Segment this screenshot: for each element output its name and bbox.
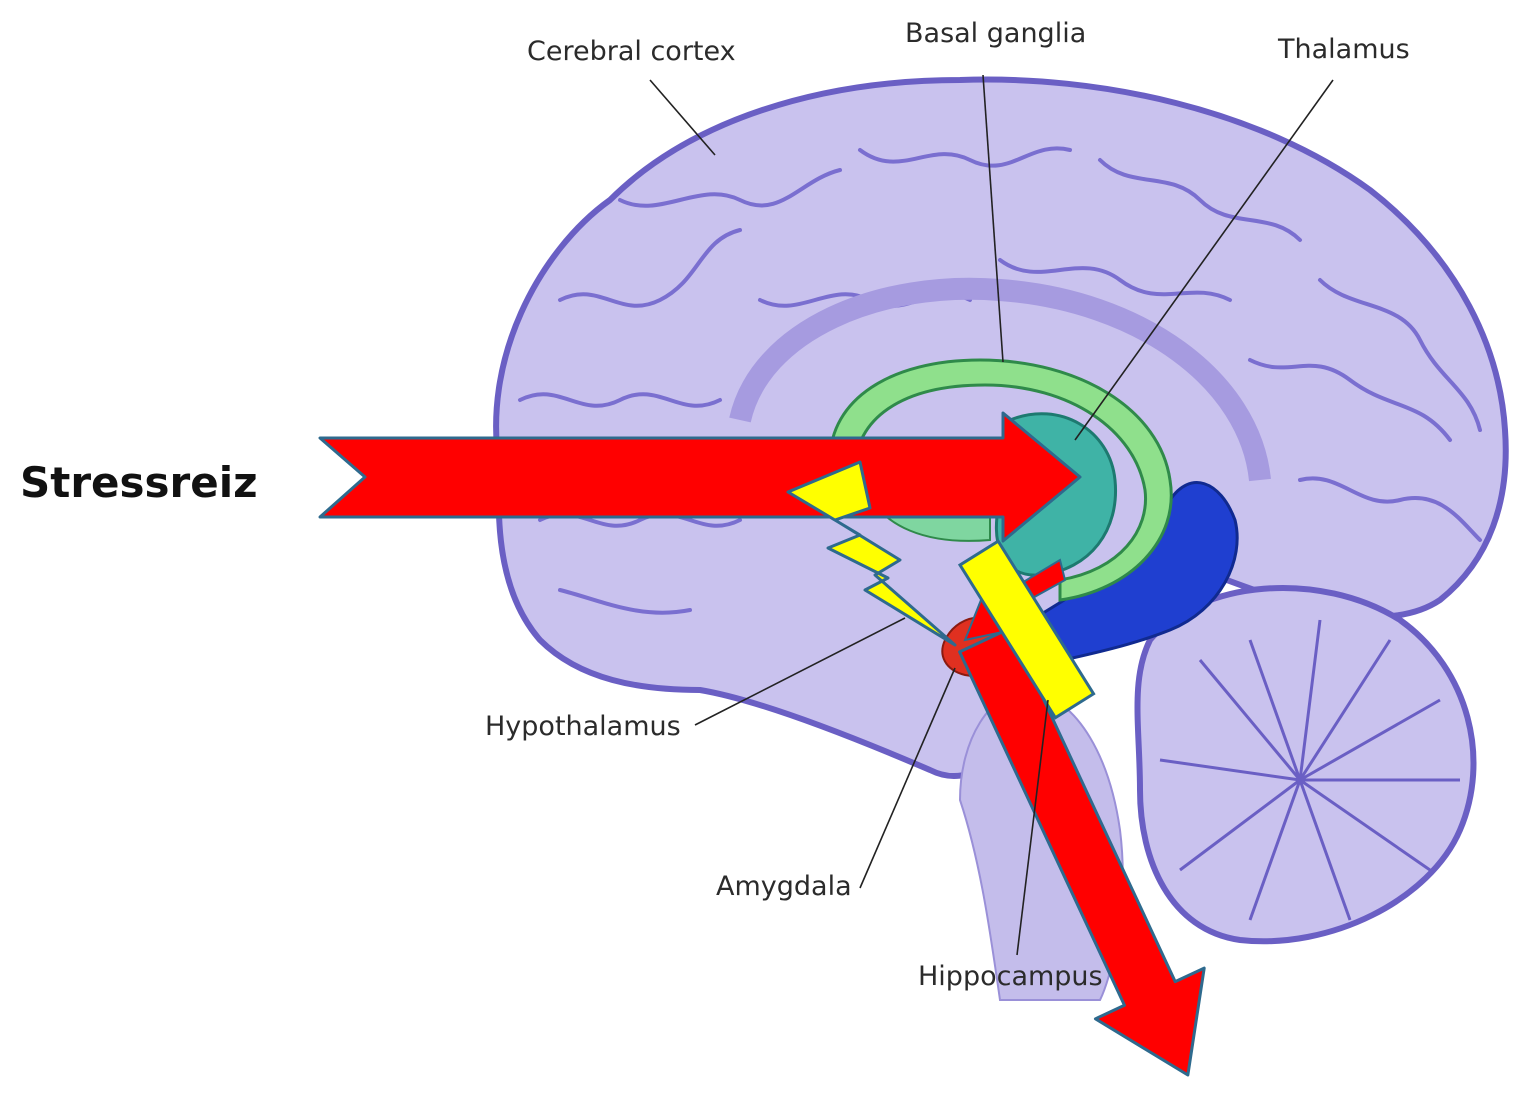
label-basal-ganglia: Basal ganglia [905, 18, 1086, 49]
label-hippocampus: Hippocampus [918, 961, 1103, 992]
label-amygdala: Amygdala [716, 871, 852, 902]
label-thalamus: Thalamus [1277, 34, 1410, 65]
stimulus-label: Stressreiz [20, 458, 258, 507]
label-hypothalamus: Hypothalamus [485, 711, 681, 742]
label-cerebral-cortex: Cerebral cortex [527, 36, 736, 67]
